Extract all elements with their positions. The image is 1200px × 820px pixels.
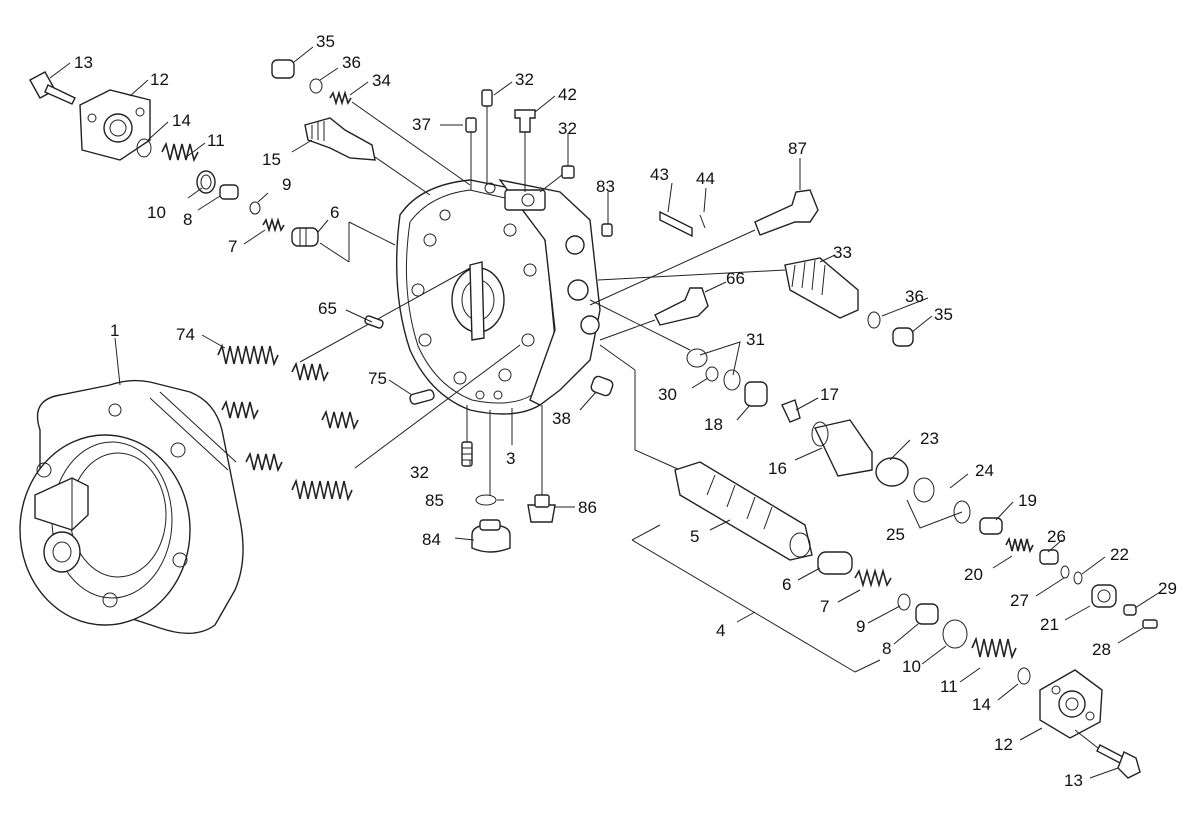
callout-3: 3 (506, 449, 515, 468)
callout-12-top: 12 (150, 70, 169, 89)
callout-29: 29 (1158, 579, 1177, 598)
callout-17: 17 (820, 385, 839, 404)
callout-33: 33 (833, 243, 852, 262)
callout-10-lower: 10 (902, 657, 921, 676)
callout-24: 24 (975, 461, 994, 480)
callout-87: 87 (788, 139, 807, 158)
callout-35-top: 35 (316, 32, 335, 51)
callout-42: 42 (558, 85, 577, 104)
callout-11-top: 11 (207, 131, 225, 150)
lower-right-spool-group (631, 461, 1141, 779)
callout-5: 5 (690, 527, 699, 546)
callout-35-right: 35 (934, 305, 953, 324)
center-spool-group (589, 299, 1158, 629)
callout-74: 74 (176, 325, 195, 344)
callout-13-top: 13 (74, 53, 93, 72)
callout-14-top: 14 (172, 111, 191, 130)
callout-30: 30 (658, 385, 677, 404)
callout-86: 86 (578, 498, 597, 517)
callout-9-top: 9 (282, 175, 291, 194)
center-springs-group (217, 267, 614, 553)
callout-28: 28 (1092, 640, 1111, 659)
callout-44: 44 (696, 169, 715, 188)
callout-16: 16 (768, 459, 787, 478)
callout-8-lower: 8 (882, 639, 891, 658)
callout-15: 15 (262, 150, 281, 169)
part-3-port-plate (395, 178, 601, 415)
callout-14-lower: 14 (972, 695, 991, 714)
callout-21: 21 (1040, 615, 1059, 634)
callout-11-lower: 11 (940, 677, 958, 696)
callout-37: 37 (412, 115, 431, 134)
callout-6-top: 6 (330, 203, 339, 222)
callout-32-mid: 32 (558, 119, 577, 138)
callout-31: 31 (746, 330, 765, 349)
callout-18: 18 (704, 415, 723, 434)
callout-32-top: 32 (515, 70, 534, 89)
callout-25: 25 (886, 525, 905, 544)
callout-27: 27 (1010, 591, 1029, 610)
callout-12-lower: 12 (994, 735, 1013, 754)
callout-32-lower: 32 (410, 463, 429, 482)
callout-38: 38 (552, 409, 571, 428)
callout-36-top: 36 (342, 53, 361, 72)
upper-left-cover-group (29, 71, 319, 247)
callout-4: 4 (716, 621, 725, 640)
callout-83: 83 (596, 177, 615, 196)
callout-84: 84 (422, 530, 441, 549)
callout-13-lower: 13 (1064, 771, 1083, 790)
callout-26: 26 (1047, 527, 1066, 546)
callout-19: 19 (1018, 491, 1037, 510)
callout-7-top: 7 (228, 237, 237, 256)
callout-22: 22 (1110, 545, 1129, 564)
callout-labels: 13 12 14 11 10 8 9 7 6 35 36 34 32 42 37… (74, 32, 1177, 790)
callout-20: 20 (964, 565, 983, 584)
callout-43: 43 (650, 165, 669, 184)
callout-1: 1 (110, 321, 119, 340)
leader-lines (49, 46, 1161, 779)
callout-10-top: 10 (147, 203, 166, 222)
callout-66: 66 (726, 269, 745, 288)
upper-shaft-group (271, 59, 706, 238)
callout-6-lower: 6 (782, 575, 791, 594)
callout-85: 85 (425, 491, 444, 510)
callout-36-right: 36 (905, 287, 924, 306)
callout-8-top: 8 (183, 210, 192, 229)
callout-9-lower: 9 (856, 617, 865, 636)
right-upper-group (589, 189, 914, 347)
callout-75: 75 (368, 369, 387, 388)
callout-65: 65 (318, 299, 337, 318)
callout-34: 34 (372, 71, 391, 90)
part-1-housing (19, 379, 244, 634)
callout-7-lower: 7 (820, 597, 829, 616)
callout-23: 23 (920, 429, 939, 448)
